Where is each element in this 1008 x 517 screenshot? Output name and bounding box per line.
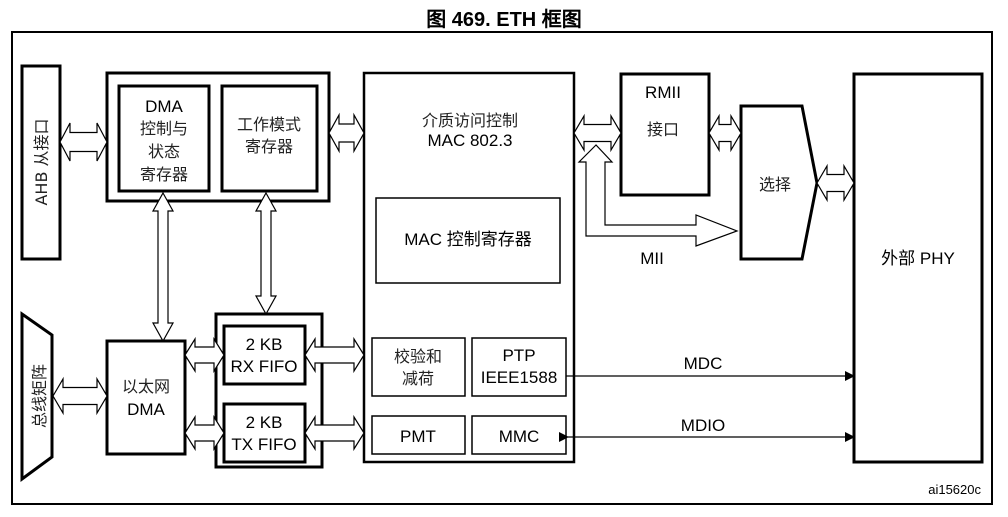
figure-title: 图 469. ETH 框图 [426,7,582,31]
eth-dma-label-0: 以太网 [122,377,170,396]
eth-dma-label-1: DMA [127,400,165,419]
mii-label: MII [640,249,664,268]
bus-matrix-label: 总线矩阵 [30,364,49,428]
pmt-label: PMT [400,427,436,446]
ptp-label-1: IEEE1588 [481,368,558,387]
ahb-to-dma-regs-arrow [59,122,108,162]
op-mode-register-block [220,84,319,193]
mdio-label: MDIO [681,416,725,435]
bus-matrix-to-eth-dma-arrow [52,376,108,416]
dma-ctrl-label-2: 状态 [148,142,180,161]
checksum-label-0: 校验和 [394,347,442,366]
mac-label-0: 介质访问控制 [422,111,518,130]
dma-ctrl-to-eth-dma-arrow [151,191,175,343]
mii-bus-arrow [577,144,739,247]
rx-fifo-label-0: 2 KB [246,335,283,354]
select-block [739,104,819,261]
eth-dma-block [105,339,187,456]
tx-fifo-to-mac-arrow [304,414,365,452]
tx-fifo-label-1: TX FIFO [231,435,296,454]
mac-label-1: MAC 802.3 [427,131,512,150]
rmii-label-1: 接口 [647,120,679,139]
eth-dma-to-tx-fifo-arrow [184,414,225,452]
ptp-block [471,337,567,397]
dma-ctrl-label-3: 寄存器 [140,165,188,184]
dma-regs-to-mac-arrow [328,112,365,154]
op-mode-to-fifo-arrow [254,191,278,316]
mac-to-rmii-arrow [573,113,622,153]
op-mode-label-1: 寄存器 [245,137,293,156]
ext-phy-block [852,72,984,464]
ptp-label-0: PTP [502,346,535,365]
ext-phy-label: 外部 PHY [881,249,955,268]
op-mode-label-0: 工作模式 [237,115,301,134]
rmii-label-0: RMII [645,83,681,102]
pmt-block [371,415,466,455]
dma-ctrl-status-block [117,84,211,193]
figure-id: ai15620c [928,482,981,497]
ahb-slave-label: AHB 从接口 [32,118,51,205]
rx-fifo-to-mac-arrow [304,336,365,374]
mdc-label: MDC [684,354,723,373]
ahb-slave-block [20,64,62,261]
tx-fifo-label-0: 2 KB [246,413,283,432]
select-to-phy-arrow [816,163,855,203]
rmii-block [619,72,711,197]
outer-frame [11,31,993,505]
checksum-offload-block [371,337,466,397]
mac-ctrl-register-label: MAC 控制寄存器 [404,230,532,249]
eth-dma-to-rx-fifo-arrow [184,336,225,374]
mmc-block [471,415,567,455]
rmii-to-select-arrow [708,113,742,153]
mac-ctrl-register-block [375,197,561,284]
bus-matrix-block [20,311,54,482]
dma-ctrl-label-1: 控制与 [140,119,188,138]
dma-ctrl-label-0: DMA [145,97,183,116]
checksum-label-1: 减荷 [402,369,434,388]
select-label: 选择 [759,175,791,194]
rx-fifo-label-1: RX FIFO [230,357,297,376]
mmc-label: MMC [499,427,540,446]
